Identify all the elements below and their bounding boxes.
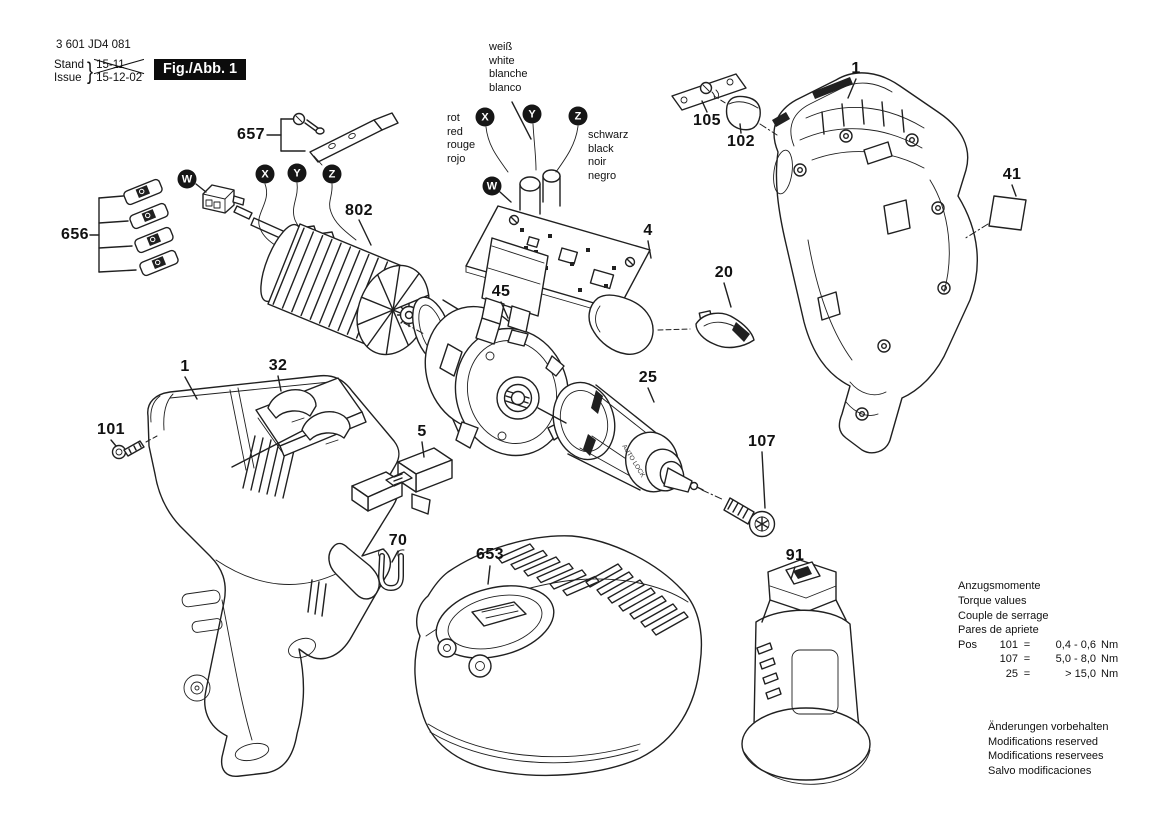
- part-label-45: 45: [491, 283, 511, 300]
- note-es: Salvo modificaciones: [988, 764, 1092, 777]
- part-label-1-left: 1: [180, 358, 190, 375]
- push-button-drawing: [351, 447, 453, 515]
- marker-z-motor: Z: [322, 164, 342, 184]
- part-label-41: 41: [1002, 166, 1022, 183]
- part-label-1-right: 1: [851, 60, 861, 77]
- part-label-4: 4: [643, 222, 653, 239]
- part-label-70: 70: [388, 532, 408, 549]
- part-label-102: 102: [727, 133, 755, 150]
- modification-notes: Änderungen vorbehalten Modifications res…: [988, 720, 1108, 778]
- nameplate-drawing: [988, 195, 1027, 231]
- cap-drawing: [725, 95, 761, 131]
- part-label-5: 5: [417, 423, 427, 440]
- marker-z-module: Z: [568, 106, 588, 126]
- housing-right-drawing: [772, 72, 978, 454]
- torque-title-fr: Couple de serrage: [958, 609, 1049, 622]
- part-label-802: 802: [345, 202, 373, 219]
- torque-row: 107 = 5,0 - 8,0 Nm: [999, 653, 1119, 666]
- switch-slider-drawing: [255, 377, 367, 457]
- issue-date: 15-12-02: [96, 72, 143, 84]
- torque-row: 25 = > 15,0 Nm: [1005, 667, 1119, 680]
- torque-table: Anzugsmomente Torque values Couple de se…: [958, 579, 1122, 681]
- marker-w-module: W: [482, 176, 502, 196]
- superseded-date: 15-11: [96, 59, 142, 72]
- note-de: Änderungen vorbehalten: [988, 721, 1109, 733]
- part-label-25: 25: [638, 369, 658, 386]
- gearbox-drawing: [412, 296, 570, 457]
- issue-label: Issue: [54, 72, 82, 84]
- stand-issue-brace: }: [87, 58, 94, 85]
- marker-x-module: X: [475, 107, 495, 127]
- marker-w-motor: W: [177, 169, 197, 189]
- figure-badge: Fig./Abb. 1: [154, 59, 247, 80]
- rotation-lever-drawing: [695, 310, 755, 349]
- part-label-20: 20: [714, 264, 734, 281]
- part-label-91: 91: [785, 547, 805, 564]
- chuck-drawing: AUTO LOCK: [552, 381, 704, 493]
- hook-drawing: [378, 548, 405, 591]
- torque-title-de: Anzugsmomente: [958, 580, 1041, 592]
- armature-drawing: [202, 182, 430, 356]
- part-label-105: 105: [693, 112, 721, 129]
- part-label-657: 657: [237, 126, 265, 143]
- torque-title-es: Pares de apriete: [958, 624, 1039, 637]
- retaining-plate-drawing: [671, 73, 747, 111]
- part-label-656: 656: [61, 226, 89, 243]
- brush-plates-drawing: [123, 178, 179, 277]
- bracket-657-drawing: [292, 112, 399, 166]
- marker-y-module: Y: [522, 104, 542, 124]
- part-label-107: 107: [748, 433, 776, 450]
- note-en: Modifications reserved: [988, 735, 1099, 748]
- electronics-module-drawing: [465, 169, 654, 355]
- marker-x-motor: X: [255, 164, 275, 184]
- stand-issue-block: Stand Issue } 15-11 15-12-02: [54, 58, 142, 86]
- marker-y-motor: Y: [287, 163, 307, 183]
- note-fr: Modifications reservees: [988, 750, 1104, 762]
- chuck-screw-drawing: [723, 497, 776, 538]
- part-label-653: 653: [476, 546, 504, 563]
- housing-screw-drawing: [111, 440, 145, 460]
- battery-drawing: [741, 559, 871, 785]
- type-number: 3 601 JD4 081: [56, 39, 131, 51]
- axis-dash-lines: [145, 95, 989, 501]
- part-label-32: 32: [268, 357, 288, 374]
- part-label-101: 101: [97, 421, 125, 438]
- housing-left-drawing: [147, 374, 400, 777]
- torque-title-en: Torque values: [958, 594, 1027, 607]
- torque-row: Pos 101 = 0,4 - 0,6 Nm: [958, 639, 1119, 652]
- charger-drawing: [414, 535, 703, 777]
- stand-label: Stand: [54, 59, 85, 71]
- leader-lines: [89, 78, 1017, 585]
